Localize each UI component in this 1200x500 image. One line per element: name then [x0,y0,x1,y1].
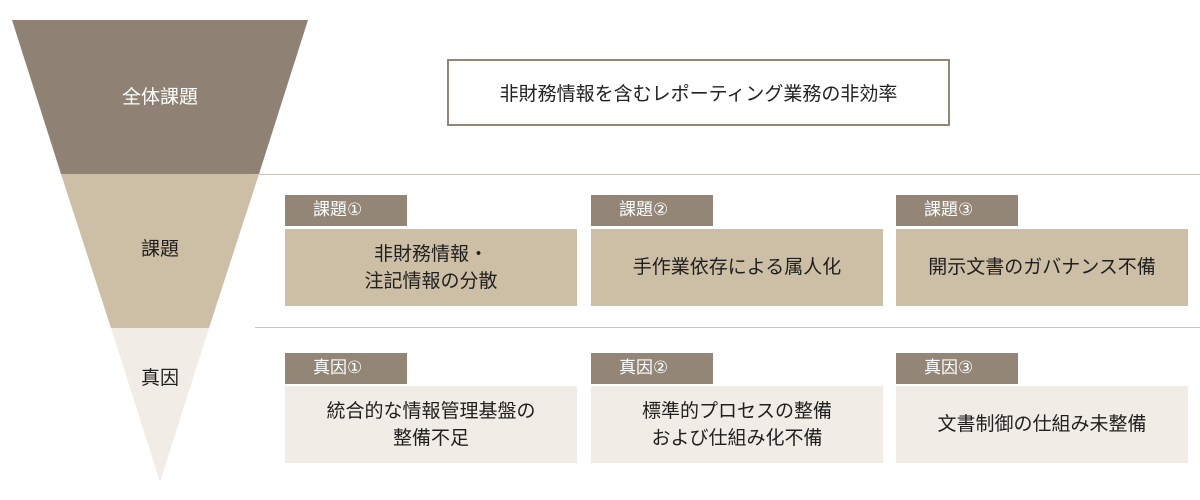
issue-card-2: 手作業依存による属人化 [591,229,883,306]
tier-label-overall: 全体課題 [121,86,198,108]
cause-text-2: 標準的プロセスの整備 および仕組み化不備 [641,399,832,449]
issue-card-3: 開示文書のガバナンス不備 [896,229,1188,306]
issue-tag-1: 課題① [285,195,407,226]
issue-tag-3: 課題③ [896,195,1018,226]
cause-tag-2: 真因② [591,353,713,384]
issue-text-1: 非財務情報・ 注記情報の分散 [364,242,498,292]
divider-issue-cause [255,327,1200,328]
divider-overall-issue [255,174,1200,175]
funnel-diagram [12,20,308,482]
cause-card-1: 統合的な情報管理基盤の 整備不足 [285,386,577,463]
cause-card-3: 文書制御の仕組み未整備 [896,386,1188,463]
cause-text-1: 統合的な情報管理基盤の 整備不足 [326,399,536,449]
funnel-tier-cause [111,328,209,482]
tier-label-issue: 課題 [140,238,179,260]
cause-tag-1: 真因① [285,353,407,384]
tier-label-cause: 真因 [140,367,179,389]
issue-card-1: 非財務情報・ 注記情報の分散 [285,229,577,306]
funnel-tier-overall [12,20,308,174]
funnel-tier-issue [61,174,259,328]
overall-issue-text: 非財務情報を含むレポーティング業務の非効率 [499,83,898,105]
cause-text-3: 文書制御の仕組み未整備 [937,413,1147,435]
cause-tag-3: 真因③ [896,353,1018,384]
issue-text-2: 手作業依存による属人化 [632,256,842,278]
issue-tag-2: 課題② [591,195,713,226]
issue-text-3: 開示文書のガバナンス不備 [928,256,1156,278]
cause-card-2: 標準的プロセスの整備 および仕組み化不備 [591,386,883,463]
overall-issue-box: 非財務情報を含むレポーティング業務の非効率 [447,59,950,126]
